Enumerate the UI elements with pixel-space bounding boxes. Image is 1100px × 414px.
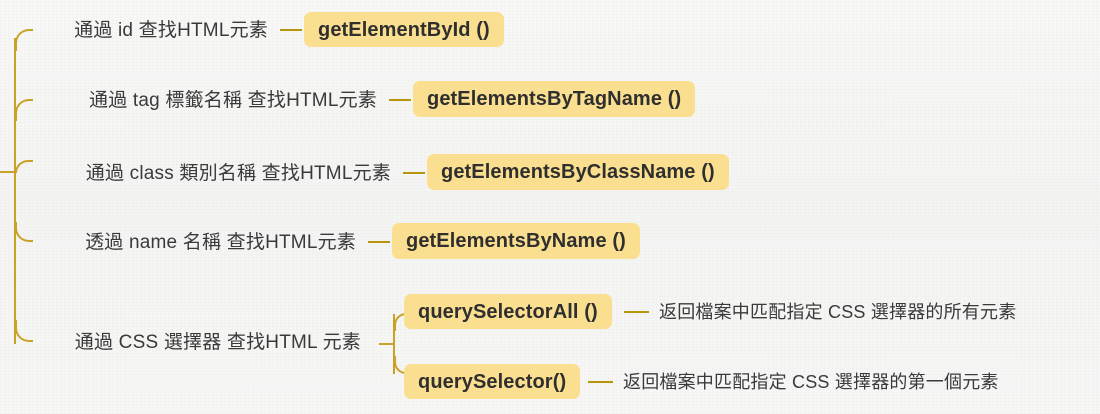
main-bracket-spine xyxy=(14,38,16,344)
connector-dash-2 xyxy=(389,99,411,101)
branch-elbow-2 xyxy=(15,99,33,121)
connector-dash-query-selector-all xyxy=(624,311,649,313)
main-bracket-root-stub xyxy=(0,171,15,173)
sub-bracket-root-stub xyxy=(379,343,394,345)
branch-elbow-1 xyxy=(15,29,33,51)
connector-dash-query-selector xyxy=(588,381,613,383)
branch-elbow-3 xyxy=(15,160,33,173)
branch-elbow-5 xyxy=(15,320,33,342)
row-label-get-element-by-id: 通過 id 查找HTML元素 xyxy=(74,20,268,41)
method-badge-get-elements-by-class-name[interactable]: getElementsByClassName () xyxy=(427,154,729,190)
row-label-get-elements-by-name: 透過 name 名稱 查找HTML元素 xyxy=(85,232,356,253)
method-badge-query-selector-all[interactable]: querySelectorAll () xyxy=(404,294,612,329)
method-badge-get-elements-by-tag-name[interactable]: getElementsByTagName () xyxy=(413,81,696,117)
sub-branch-elbow-2 xyxy=(394,356,410,374)
row-label-css-selector: 通過 CSS 選擇器 查找HTML 元素 xyxy=(74,332,361,353)
description-query-selector: 返回檔案中匹配指定 CSS 選擇器的第一個元素 xyxy=(623,372,999,392)
row-label-get-elements-by-tag-name: 通過 tag 標籤名稱 查找HTML元素 xyxy=(89,90,377,111)
method-badge-get-element-by-id[interactable]: getElementById () xyxy=(304,12,504,47)
connector-dash-4 xyxy=(368,241,390,243)
method-badge-get-elements-by-name[interactable]: getElementsByName () xyxy=(392,223,640,259)
branch-elbow-4 xyxy=(15,222,33,242)
row-label-get-elements-by-class-name: 通過 class 類別名稱 查找HTML元素 xyxy=(85,163,391,184)
connector-dash-3 xyxy=(403,172,425,174)
connector-dash-1 xyxy=(280,29,302,31)
sub-branch-elbow-1 xyxy=(394,313,410,331)
description-query-selector-all: 返回檔案中匹配指定 CSS 選擇器的所有元素 xyxy=(659,302,1017,322)
method-badge-query-selector[interactable]: querySelector() xyxy=(404,364,581,399)
sub-bracket-spine xyxy=(393,314,395,374)
